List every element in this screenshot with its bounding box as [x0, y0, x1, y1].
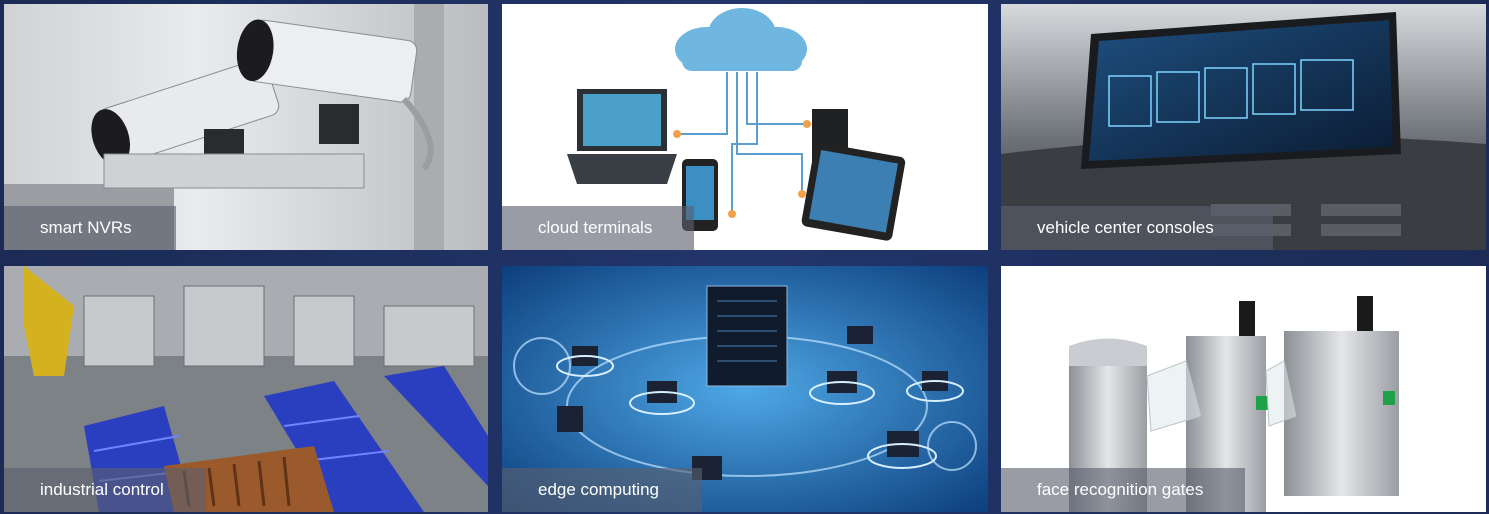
tile-vehicle-center-consoles[interactable]: vehicle center consoles	[1001, 4, 1486, 250]
tile-cloud-terminals[interactable]: cloud terminals	[502, 4, 988, 250]
factory-assembly-line-image	[4, 266, 488, 512]
security-camera-image	[4, 4, 488, 250]
tile-edge-computing[interactable]: edge computing	[502, 266, 988, 512]
tile-caption: face recognition gates	[1001, 468, 1245, 512]
tile-caption: smart NVRs	[4, 206, 176, 250]
tile-caption: cloud terminals	[502, 206, 694, 250]
tile-smart-nvrs[interactable]: smart NVRs	[4, 4, 488, 250]
tile-caption: industrial control	[4, 468, 206, 512]
tile-caption: edge computing	[502, 468, 702, 512]
cloud-devices-image	[502, 4, 988, 250]
tile-caption: vehicle center consoles	[1001, 206, 1273, 250]
tile-industrial-control[interactable]: industrial control	[4, 266, 488, 512]
tile-face-recognition-gates[interactable]: face recognition gates	[1001, 266, 1486, 512]
